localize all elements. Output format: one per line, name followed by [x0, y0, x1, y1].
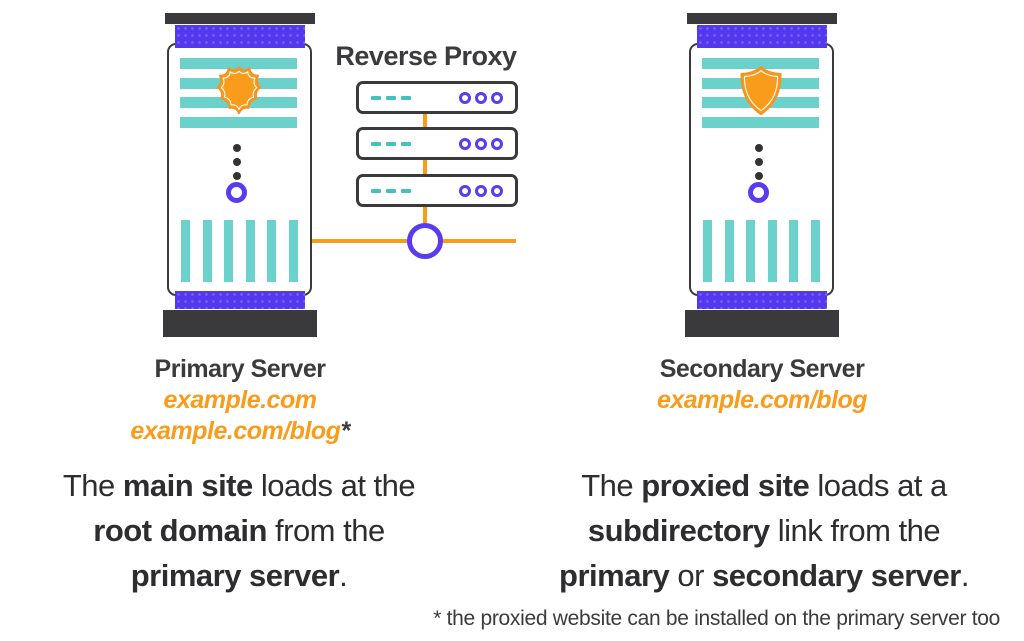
port-ring-icon: [226, 182, 247, 203]
server-top-cap: [687, 13, 837, 24]
security-shield-icon: [740, 66, 782, 116]
proxy-rack-unit: [356, 174, 518, 207]
ellipsis-dots-icon: [233, 144, 241, 186]
port-ring-icon: [748, 182, 769, 203]
rack-dashes-icon: [371, 95, 411, 100]
secondary-domain-1: example.com/blog: [656, 386, 868, 414]
primary-domain-2: example.com/blog*: [130, 417, 350, 445]
rack-dashes-icon: [371, 188, 411, 193]
ellipsis-dots-icon: [755, 144, 763, 186]
rack-dashes-icon: [371, 141, 411, 146]
primary-server-label: Primary Server example.com example.com/b…: [110, 354, 370, 447]
primary-server-name: Primary Server: [154, 355, 326, 383]
primary-domain-1: example.com: [163, 386, 317, 414]
rack-led-circles-icon: [459, 91, 503, 104]
server-vent-bars: [703, 220, 820, 282]
connector-line-vertical: [423, 112, 427, 228]
network-node-circle: [407, 223, 443, 259]
reverse-proxy-title: Reverse Proxy: [335, 41, 517, 71]
proxy-rack-unit: [356, 127, 518, 160]
secondary-server-label: Secondary Server example.com/blog: [632, 354, 892, 416]
server-bottom-band: [175, 291, 305, 309]
rack-led-circles-icon: [459, 184, 503, 197]
server-bottom-cap: [163, 310, 317, 337]
server-top-band: [697, 25, 827, 48]
server-top-band: [175, 25, 305, 48]
secondary-server-illustration: [685, 13, 839, 337]
server-vent-bars: [181, 220, 298, 282]
server-bottom-band: [697, 291, 827, 309]
server-top-cap: [165, 13, 315, 24]
rack-led-circles-icon: [459, 137, 503, 150]
footnote: * the proxied website can be installed o…: [433, 607, 1000, 630]
secondary-server-name: Secondary Server: [659, 355, 865, 383]
primary-server-illustration: [163, 13, 317, 337]
proxy-rack-unit: [356, 81, 518, 114]
domain-asterisk: *: [340, 417, 350, 445]
security-badge-shield-icon: [216, 66, 262, 115]
server-bottom-cap: [685, 310, 839, 337]
